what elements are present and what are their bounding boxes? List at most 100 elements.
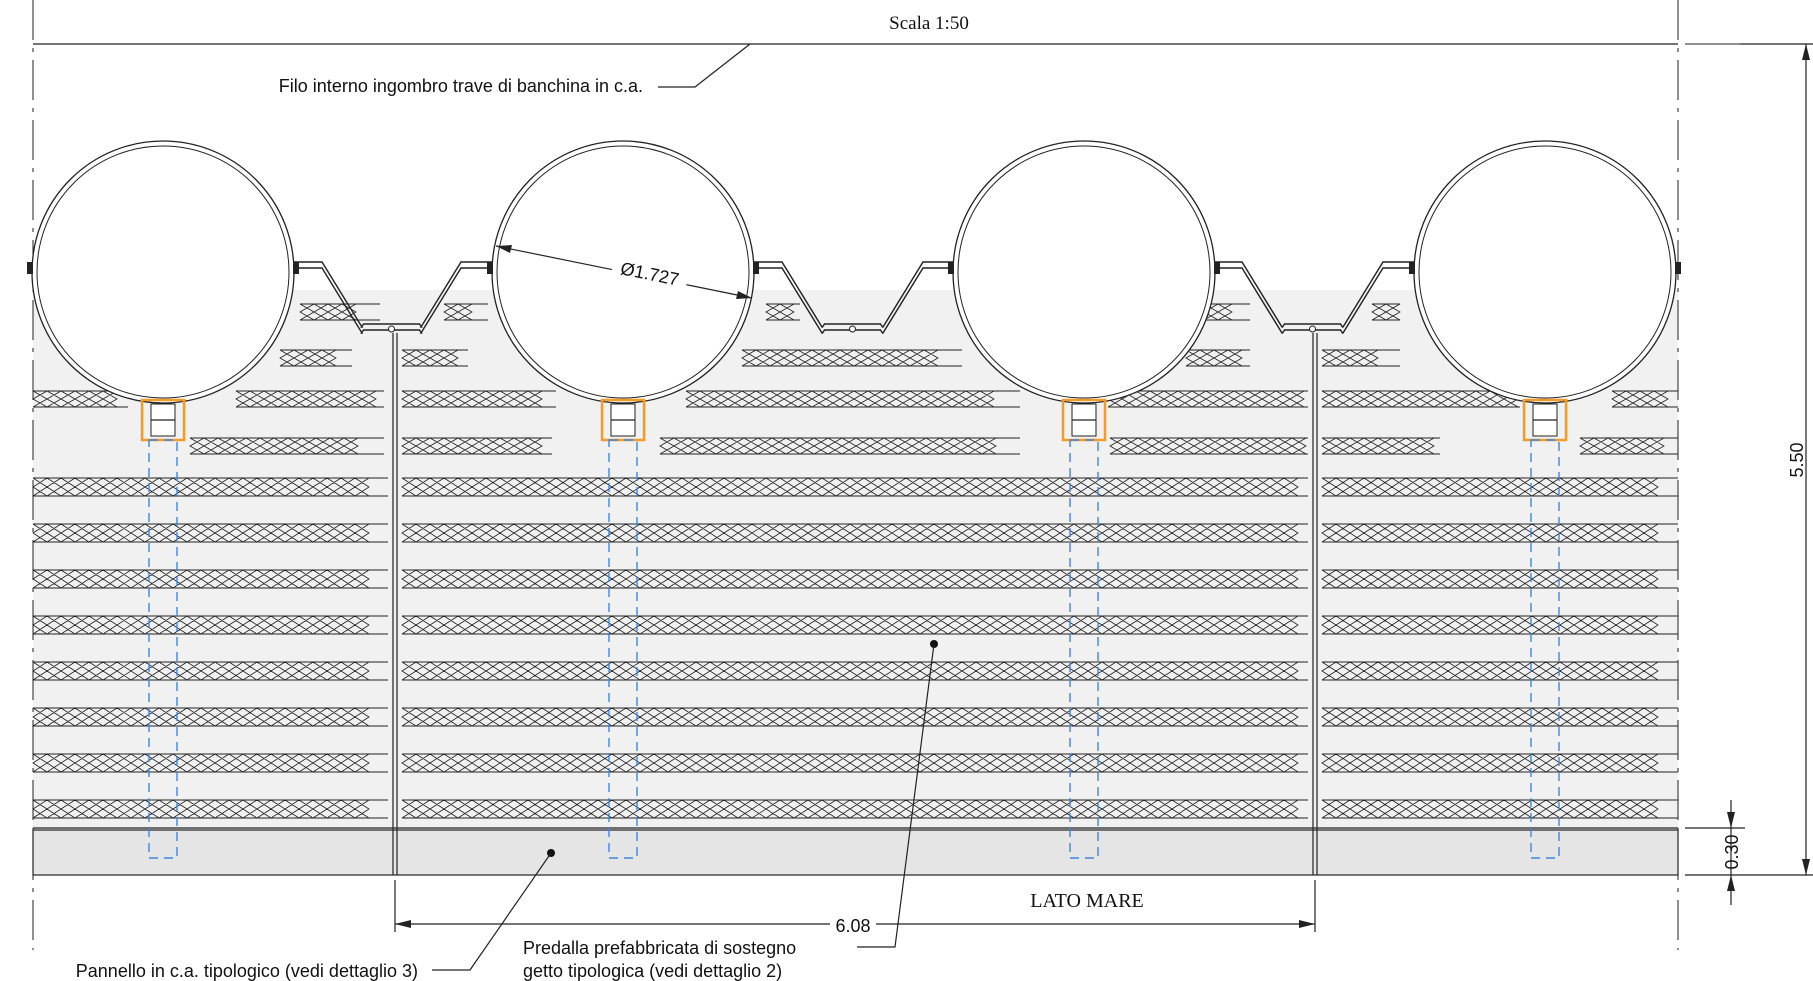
lato-mare-label: LATO MARE	[1030, 890, 1144, 912]
pipe-pile-inner	[957, 145, 1211, 399]
orange-connector	[600, 398, 646, 442]
truss-diagonals	[32, 569, 370, 589]
truss-row	[1321, 569, 1678, 589]
truss-diagonals	[1321, 437, 1435, 455]
truss-diagonals	[401, 615, 1299, 635]
scale-label: Scala 1:50	[889, 13, 969, 34]
truss-row	[1321, 349, 1400, 367]
truss-diagonals	[401, 661, 1299, 681]
height-label: 5.50	[1787, 442, 1807, 477]
diameter-label-bg	[610, 254, 690, 292]
dashed-pile-outline	[148, 439, 178, 859]
pipe-pile-inner	[1418, 145, 1672, 399]
pannello-label: Pannello in c.a. tipologico (vedi dettag…	[76, 961, 418, 981]
truss-diagonals	[401, 569, 1299, 589]
diameter-arrow-left	[496, 245, 512, 253]
hatch-layer	[32, 303, 1678, 819]
sheet-pile-profile	[290, 261, 1415, 334]
truss-row	[32, 615, 388, 635]
truss-diagonals	[1579, 437, 1665, 455]
sheet-pile-interlock	[1309, 325, 1316, 333]
truss-diagonals	[443, 303, 473, 321]
truss-diagonals	[279, 349, 337, 367]
truss-row	[32, 477, 388, 497]
truss-row	[401, 707, 1308, 727]
truss-diagonals	[1321, 523, 1659, 543]
dashed-pile-outline	[1069, 439, 1099, 859]
wall-fill	[33, 290, 1678, 830]
truss-diagonals	[32, 707, 370, 727]
truss-diagonals	[659, 437, 997, 455]
truss-diagonals	[32, 523, 370, 543]
width-label-bg	[830, 914, 876, 934]
truss-diagonals	[32, 477, 370, 497]
truss-diagonals	[1321, 349, 1379, 367]
truss-diagonals	[401, 799, 1299, 819]
pile-clutch	[1214, 262, 1220, 274]
truss-row	[1185, 349, 1250, 367]
truss-row	[401, 477, 1308, 497]
orange-connector	[1522, 398, 1568, 442]
truss-diagonals	[401, 437, 543, 455]
pile-clutch	[1675, 262, 1681, 274]
truss-diagonals	[1321, 707, 1659, 727]
truss-diagonals	[685, 390, 995, 408]
pile-clutch	[487, 262, 493, 274]
slab-arrow-bottom	[1727, 875, 1735, 891]
predalla-label-line2: getto tipologica (vedi dettaglio 2)	[523, 961, 782, 981]
pile-clutch	[293, 262, 299, 274]
height-arrow-top	[1802, 44, 1810, 60]
truss-diagonals	[1321, 799, 1659, 819]
truss-row	[299, 303, 380, 321]
truss-diagonals	[1611, 390, 1669, 408]
connectors	[140, 398, 1568, 859]
diameter-arrow-right	[736, 291, 752, 299]
sheet-pile-line-inner	[290, 261, 493, 328]
orange-connector	[140, 398, 186, 442]
truss-row	[32, 707, 388, 727]
truss-diagonals	[32, 799, 370, 819]
pipe-pile-inner	[496, 145, 750, 399]
truss-row	[685, 390, 1020, 408]
truss-row	[1321, 707, 1678, 727]
truss-diagonals	[1321, 569, 1659, 589]
truss-row	[32, 753, 388, 773]
pile-clutch	[27, 262, 33, 274]
leader-pannello: Pannello in c.a. tipologico (vedi dettag…	[76, 849, 555, 981]
sheet-pile-interlock	[388, 325, 395, 333]
truss-diagonals	[1109, 437, 1307, 455]
truss-diagonals	[1371, 303, 1401, 321]
truss-row	[1109, 437, 1308, 455]
pipe-pile-inner	[36, 145, 290, 399]
truss-diagonals	[1321, 390, 1519, 408]
slab-arrow-top	[1727, 812, 1735, 828]
truss-diagonals	[1321, 753, 1659, 773]
truss-row	[1321, 437, 1440, 455]
height-arrow-bottom	[1802, 859, 1810, 875]
truss-row	[401, 390, 556, 408]
orange-connector	[1061, 398, 1107, 442]
predalla-leader-line	[857, 643, 935, 948]
truss-diagonals	[401, 707, 1299, 727]
truss-row	[401, 615, 1308, 635]
dashed-pile-outline	[1530, 439, 1560, 859]
truss-diagonals	[401, 349, 459, 367]
truss-row	[401, 661, 1308, 681]
scale-bg	[870, 8, 990, 36]
truss-row	[401, 799, 1308, 819]
truss-row	[1611, 390, 1678, 408]
truss-row	[401, 349, 468, 367]
pile-clutch	[1409, 262, 1415, 274]
truss-diagonals	[1185, 349, 1243, 367]
truss-diagonals	[1321, 615, 1659, 635]
panel-joints	[33, 333, 1678, 875]
truss-row	[32, 799, 388, 819]
truss-row	[401, 569, 1308, 589]
pipe-piles	[27, 140, 1681, 404]
truss-row	[765, 303, 800, 321]
pipe-pile-outer	[952, 140, 1216, 404]
pipe-pile-outer	[31, 140, 295, 404]
truss-diagonals	[765, 303, 795, 321]
truss-row	[1321, 753, 1678, 773]
